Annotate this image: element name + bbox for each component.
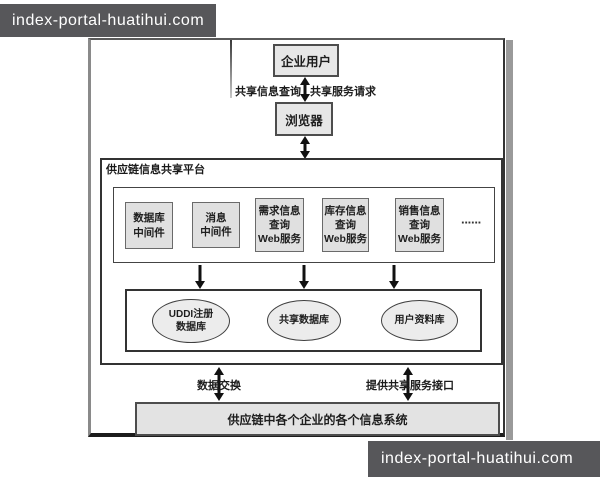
arrowhead-up-icon xyxy=(300,136,310,144)
double-arrow-icon xyxy=(403,367,413,401)
arrowhead-down-icon xyxy=(214,393,224,401)
enterprise-user-box: 企业用户 xyxy=(273,44,339,77)
arrowhead-down-icon xyxy=(300,94,310,102)
double-arrow-icon xyxy=(300,77,310,102)
user-profile-db-ellipse: 用户资料库 xyxy=(381,300,458,341)
down-arrow-icon xyxy=(299,265,309,289)
arrowhead-down-icon xyxy=(300,151,310,159)
sales-info-webservice-box: 销售信息 查询 Web服务 xyxy=(395,198,444,252)
platform-title: 供应链信息共享平台 xyxy=(106,164,205,176)
enterprise-systems-box: 供应链中各个企业的各个信息系统 xyxy=(135,402,500,436)
arrowhead-up-icon xyxy=(403,367,413,375)
arrowhead-up-icon xyxy=(300,77,310,85)
down-arrow-icon xyxy=(389,265,399,289)
arrowhead-down-icon xyxy=(389,281,399,289)
message-middleware-box: 消息 中间件 xyxy=(192,202,240,248)
browser-box: 浏览器 xyxy=(275,102,333,136)
inventory-info-webservice-box: 库存信息 查询 Web服务 xyxy=(322,198,369,252)
shared-service-request-label: 共享服务请求 xyxy=(310,86,376,98)
data-exchange-label: 数据交换 xyxy=(197,380,241,392)
watermark-bar-top: index-portal-huatihui.com xyxy=(0,4,216,37)
shared-db-ellipse: 共享数据库 xyxy=(267,300,341,341)
arrowhead-up-icon xyxy=(214,367,224,375)
ellipsis-dots: ······ xyxy=(461,215,482,230)
db-middleware-box: 数据库 中间件 xyxy=(125,202,173,249)
arrowhead-down-icon xyxy=(299,281,309,289)
double-arrow-icon xyxy=(300,136,310,159)
demand-info-webservice-box: 需求信息 查询 Web服务 xyxy=(255,198,304,252)
double-arrow-icon xyxy=(214,367,224,401)
down-arrow-icon xyxy=(195,265,205,289)
shared-info-query-label: 共享信息查询 xyxy=(235,86,301,98)
uddi-registry-db-ellipse: UDDI注册 数据库 xyxy=(152,299,230,343)
watermark-bar-bottom: index-portal-huatihui.com xyxy=(368,441,600,477)
arrowhead-down-icon xyxy=(403,393,413,401)
shared-service-interface-label: 提供共享服务接口 xyxy=(366,380,454,392)
scan-artifact-line xyxy=(230,40,232,98)
frame-shadow xyxy=(506,40,513,440)
arrowhead-down-icon xyxy=(195,281,205,289)
